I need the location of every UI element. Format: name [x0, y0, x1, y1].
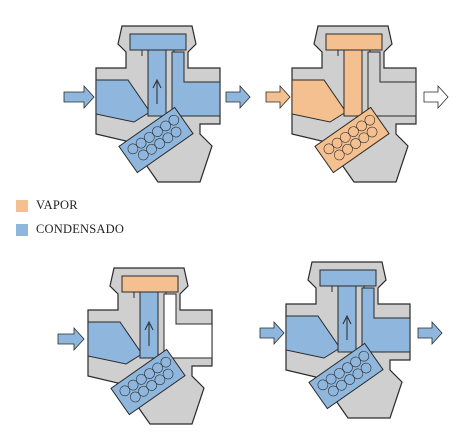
outlet-arrow-icon	[423, 84, 449, 110]
control-chamber	[121, 275, 179, 293]
outlet-channel	[361, 287, 411, 353]
inlet-arrow-icon	[259, 320, 285, 346]
legend-label-condensado: CONDENSADO	[36, 222, 125, 236]
inlet-arrow-icon	[63, 84, 95, 110]
strainer-screen	[110, 348, 186, 416]
inlet-arrow-icon	[265, 84, 291, 110]
outlet-arrow-icon	[225, 84, 251, 110]
condensado-swatch	[16, 223, 28, 236]
legend-label-vapor: VAPOR	[36, 198, 78, 212]
outlet-channel	[171, 51, 221, 117]
control-chamber	[319, 269, 377, 287]
trap-diagram-top-left	[63, 25, 251, 183]
strainer-screen	[308, 342, 384, 410]
trap-diagram-bottom-right	[259, 261, 443, 419]
inlet-channel	[291, 79, 347, 123]
trap-diagram-top-right	[265, 25, 449, 183]
vapor-swatch	[16, 199, 28, 212]
flow-arrow-icon	[342, 314, 352, 340]
outlet-arrow-icon	[417, 320, 443, 346]
inlet-channel	[87, 321, 143, 365]
trap-diagram-bottom-left	[57, 267, 213, 425]
legend-item-vapor: VAPOR	[16, 198, 78, 213]
control-chamber	[325, 33, 383, 51]
outlet-channel	[367, 51, 417, 117]
inlet-channel	[95, 79, 151, 123]
strainer-screen	[314, 106, 390, 174]
flow-arrow-icon	[152, 78, 162, 104]
outlet-channel	[163, 293, 213, 359]
legend-item-condensado: CONDENSADO	[16, 222, 124, 237]
vertical-passage	[343, 49, 363, 117]
inlet-channel	[285, 315, 341, 359]
control-chamber	[129, 33, 187, 51]
inlet-arrow-icon	[57, 326, 85, 352]
strainer-screen	[118, 106, 194, 174]
flow-arrow-icon	[144, 320, 154, 346]
